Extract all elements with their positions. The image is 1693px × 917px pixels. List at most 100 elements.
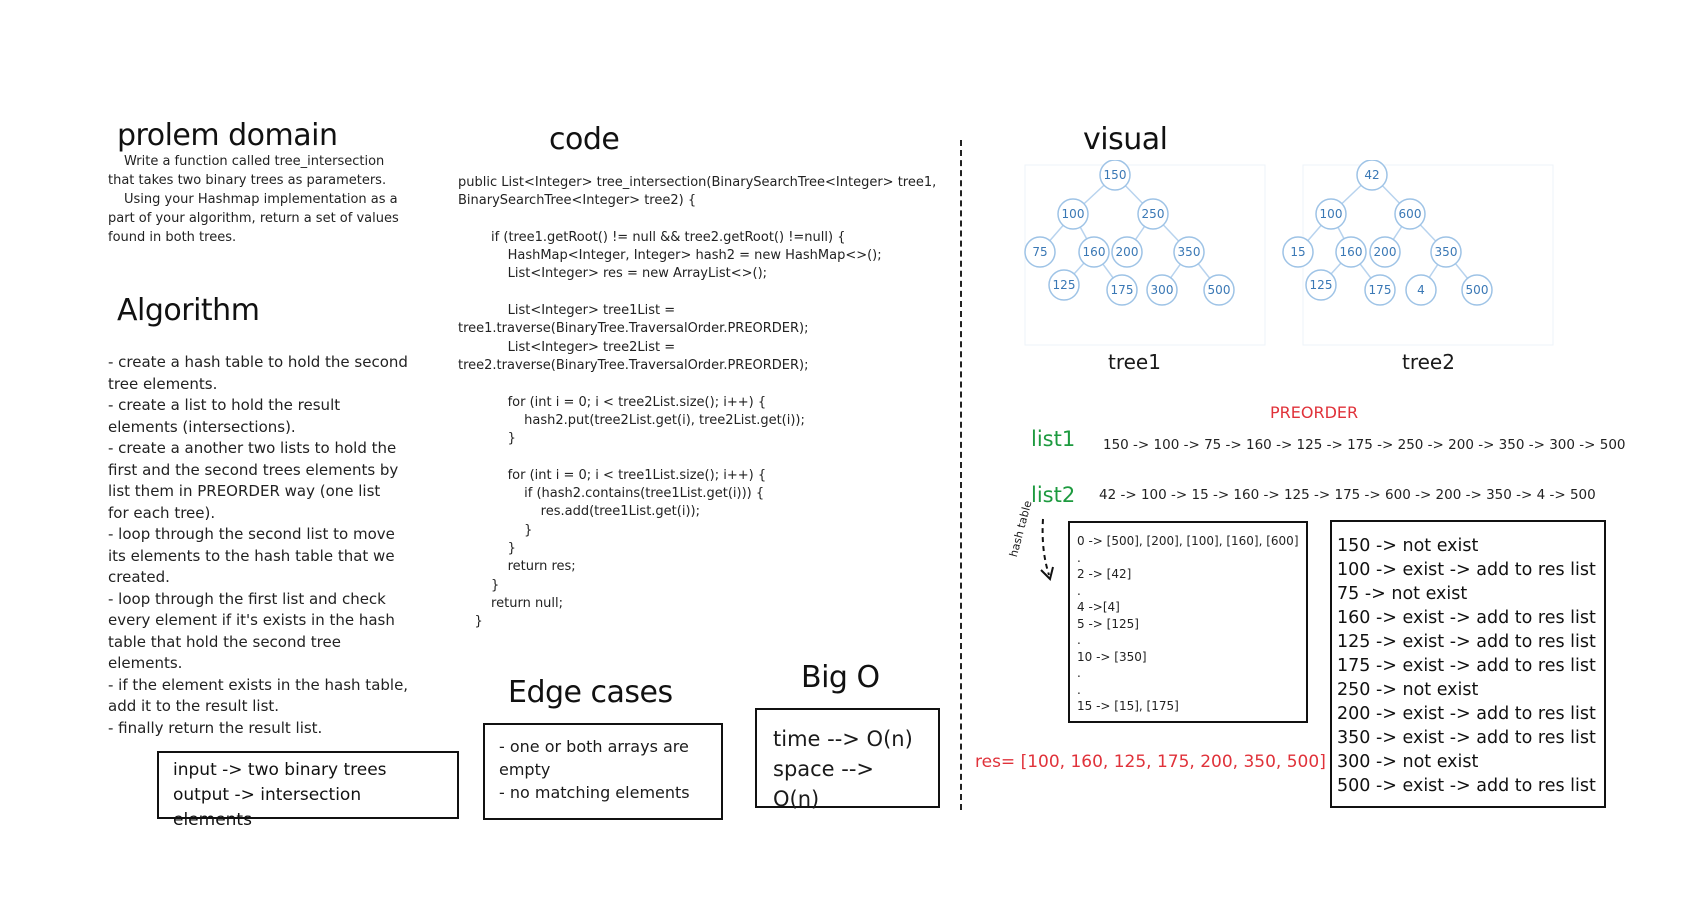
io-output-line: output -> intersection elements xyxy=(173,785,362,830)
io-box: input -> two binary trees output -> inte… xyxy=(157,751,459,830)
algorithm-line: first and the second trees elements by xyxy=(108,460,399,479)
tree1-node-label: 250 xyxy=(1142,207,1165,221)
list2-label: list2 xyxy=(1031,483,1076,507)
tree2-node xyxy=(1405,274,1437,306)
code-block: public List<Integer> tree_intersection(B… xyxy=(458,174,948,631)
tree2-node xyxy=(1364,274,1396,306)
exist-entry: 125 -> exist -> add to res list xyxy=(1337,632,1596,652)
code-line xyxy=(458,284,948,302)
tree2-node-label: 500 xyxy=(1466,283,1489,297)
code-line: for (int i = 0; i < tree1List.size(); i+… xyxy=(458,467,767,483)
big-o-box: time --> O(n) space --> O(n) xyxy=(755,708,940,811)
tree1-node xyxy=(1099,160,1131,191)
big-o-time: time --> O(n) xyxy=(773,727,913,751)
tree1-node-label: 175 xyxy=(1111,283,1134,297)
code-line xyxy=(458,375,948,393)
exist-entry: 350 -> exist -> add to res list xyxy=(1337,728,1596,748)
code-line: List<Integer> tree1List = xyxy=(458,303,676,319)
algorithm-title: Algorithm xyxy=(117,293,260,328)
tree1-node xyxy=(1137,198,1169,230)
tree2-node-label: 15 xyxy=(1290,245,1305,259)
problem-line: part of your algorithm, return a set of … xyxy=(108,211,399,226)
hash-entry: . xyxy=(1077,682,1081,697)
algorithm-line: its elements to the hash table that we xyxy=(108,546,395,565)
algorithm-steps: - create a hash table to hold the second… xyxy=(108,352,428,739)
exist-entry: 150 -> not exist xyxy=(1337,536,1479,556)
algorithm-line: tree elements. xyxy=(108,374,218,393)
tree2-caption: tree2 xyxy=(1402,350,1455,374)
hash-entry: . xyxy=(1077,550,1081,565)
algorithm-line: elements. xyxy=(108,654,183,672)
hash-entry: . xyxy=(1077,666,1081,680)
algorithm-line: table that hold the second tree xyxy=(108,632,341,651)
tree2-node-label: 42 xyxy=(1364,168,1379,182)
hash-entry: 15 -> [15], [175] xyxy=(1077,699,1179,713)
tree2-node xyxy=(1461,274,1493,306)
tree1-node-label: 200 xyxy=(1116,245,1139,259)
algorithm-line: - create a another two lists to hold the xyxy=(108,439,397,457)
tree1-node xyxy=(1111,236,1143,268)
section-divider xyxy=(960,140,962,810)
code-line xyxy=(458,448,948,466)
code-line: hash2.put(tree2List.get(i), tree2List.ge… xyxy=(458,412,805,428)
problem-domain-title: prolem domain xyxy=(117,118,338,153)
tree2-node xyxy=(1305,269,1337,301)
algorithm-line: list them in PREORDER way (one list xyxy=(108,482,381,500)
hash-entry: 5 -> [125] xyxy=(1077,616,1139,631)
tree1-node-label: 150 xyxy=(1104,168,1127,182)
tree2-node xyxy=(1356,160,1388,191)
tree1-node xyxy=(1106,274,1138,306)
exist-entry: 250 -> not exist xyxy=(1337,680,1479,700)
code-line: BinarySearchTree<Integer> tree2) { xyxy=(458,193,697,209)
list1-sequence: 150 -> 100 -> 75 -> 160 -> 125 -> 175 ->… xyxy=(1103,437,1626,453)
tree2-node xyxy=(1315,198,1347,230)
tree1-node xyxy=(1048,269,1080,301)
tree2-node xyxy=(1282,236,1314,268)
problem-line: that takes two binary trees as parameter… xyxy=(108,173,387,188)
io-input-line: input -> two binary trees xyxy=(173,760,387,780)
hash-entry: 2 -> [42] xyxy=(1077,567,1132,581)
list1-label: list1 xyxy=(1031,427,1076,451)
code-title: code xyxy=(549,122,620,157)
tree1-node-label: 75 xyxy=(1032,245,1047,259)
edge-line: - no matching elements xyxy=(499,783,690,802)
big-o-title: Big O xyxy=(801,660,880,695)
exist-entry: 75 -> not exist xyxy=(1337,584,1468,604)
hash-table-box: 0 -> [500], [200], [100], [160], [600].2… xyxy=(1068,521,1308,723)
problem-line: Using your Hashmap implementation as a xyxy=(124,192,398,207)
algorithm-line: created. xyxy=(108,568,170,586)
tree1-node-label: 300 xyxy=(1151,283,1174,297)
code-line: if (tree1.getRoot() != null && tree2.get… xyxy=(458,229,846,245)
exist-entry: 160 -> exist -> add to res list xyxy=(1337,608,1596,628)
tree1-node xyxy=(1024,236,1056,268)
algorithm-line: - create a hash table to hold the second xyxy=(108,353,408,371)
algorithm-line: add it to the result list. xyxy=(108,697,280,715)
problem-domain-text: Write a function called tree_intersectio… xyxy=(108,152,408,247)
tree1-node xyxy=(1173,236,1205,268)
tree1-caption: tree1 xyxy=(1108,350,1161,374)
code-line: } xyxy=(458,577,500,593)
tree2-node xyxy=(1335,236,1367,268)
tree2-node-label: 100 xyxy=(1320,207,1343,221)
code-line: } xyxy=(458,431,516,447)
code-line: if (hash2.contains(tree1List.get(i))) { xyxy=(458,486,765,502)
visual-title: visual xyxy=(1083,122,1168,157)
hash-arrow xyxy=(1040,518,1054,581)
tree1-node xyxy=(1057,198,1089,230)
exist-entry: 200 -> exist -> add to res list xyxy=(1337,704,1596,724)
tree2-node-label: 600 xyxy=(1399,207,1422,221)
tree1-node xyxy=(1078,236,1110,268)
hash-entry: 10 -> [350] xyxy=(1077,649,1147,664)
problem-line: found in both trees. xyxy=(108,230,237,245)
code-line: public List<Integer> tree_intersection(B… xyxy=(458,175,937,190)
result-line: res= [100, 160, 125, 175, 200, 350, 500] xyxy=(975,752,1326,772)
hash-entry: 4 ->[4] xyxy=(1077,600,1120,614)
algorithm-line: - if the element exists in the hash tabl… xyxy=(108,675,409,694)
tree1-node-label: 500 xyxy=(1208,283,1231,297)
exist-entry: 100 -> exist -> add to res list xyxy=(1337,560,1596,580)
exist-entry: 500 -> exist -> add to res list xyxy=(1337,776,1596,796)
code-line: List<Integer> res = new ArrayList<>(); xyxy=(458,266,768,282)
problem-line: Write a function called tree_intersectio… xyxy=(124,154,385,169)
